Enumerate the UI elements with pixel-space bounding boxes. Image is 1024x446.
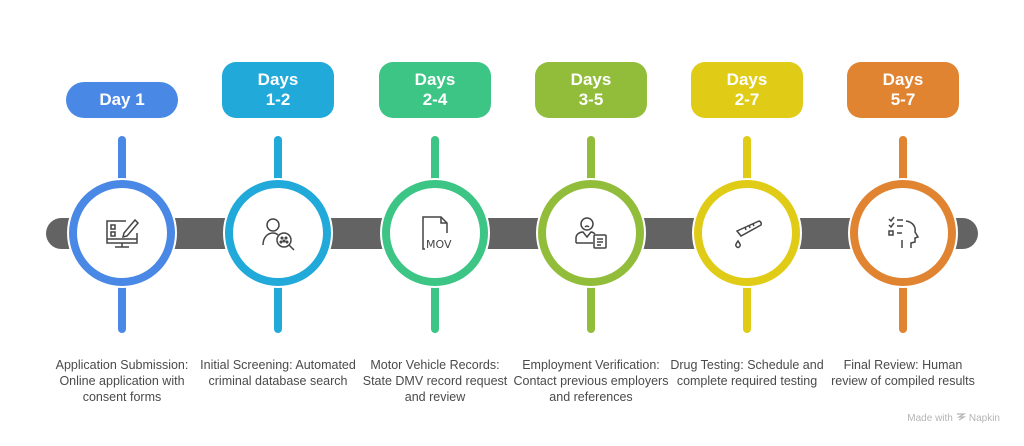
badge-line-2: 1-2 (265, 90, 291, 109)
timeline-stage: Days 2-7 Drug Testing: Schedule and comp… (669, 0, 825, 446)
badge-line-2: 3-5 (578, 90, 604, 109)
connector-top (743, 136, 751, 188)
badge-line-2: 2-4 (422, 90, 448, 109)
connector-bottom (431, 278, 439, 333)
stage-description: Initial Screening: Automated criminal da… (200, 358, 356, 388)
badge-line-1: Days (414, 70, 456, 89)
duration-badge: Days 2-4 (379, 62, 491, 118)
stage-description: Motor Vehicle Records: State DMV record … (362, 358, 508, 404)
computer-form-edit-icon (102, 213, 142, 253)
mov-file-icon: MOV (415, 213, 455, 253)
connector-bottom (587, 278, 595, 333)
duration-badge: Days 3-5 (535, 62, 647, 118)
timeline-stage: Days 3-5 Employment Verification: Contac… (513, 0, 669, 446)
connector-top (118, 136, 126, 188)
stage-description: Application Submission: Online applicati… (55, 358, 189, 404)
stage-description: Drug Testing: Schedule and complete requ… (670, 358, 824, 388)
duration-badge: Day 1 (66, 82, 178, 118)
connector-bottom (118, 278, 126, 333)
test-tube-drop-icon (727, 213, 767, 253)
badge-line-2: 5-7 (890, 90, 916, 109)
connector-bottom (899, 278, 907, 333)
connector-top (431, 136, 439, 188)
svg-text:MOV: MOV (426, 238, 452, 251)
timeline-stage: Days 2-4 MOV Motor Vehicle Records: Stat… (357, 0, 513, 446)
duration-badge: Days 5-7 (847, 62, 959, 118)
stage-circle (69, 180, 175, 286)
connector-top (274, 136, 282, 188)
stage-description: Employment Verification: Contact previou… (513, 358, 669, 404)
employee-document-icon (571, 213, 611, 253)
badge-line-1: Days (570, 70, 612, 89)
watermark: Made with Napkin (907, 412, 1000, 425)
connector-top (899, 136, 907, 188)
checklist-head-icon (883, 213, 923, 253)
badge-line-1: Days (882, 70, 924, 89)
connector-bottom (743, 278, 751, 333)
duration-badge: Days 1-2 (222, 62, 334, 118)
duration-badge: Days 2-7 (691, 62, 803, 118)
badge-line-1: Days (257, 70, 299, 89)
timeline-bar (46, 218, 978, 249)
badge-line-1: Day 1 (99, 90, 145, 109)
napkin-logo-icon (956, 412, 967, 425)
timeline-stage: Day 1 Application Submission: Online app… (44, 0, 200, 446)
stage-circle (225, 180, 331, 286)
stage-circle (850, 180, 956, 286)
stage-circle (382, 180, 488, 286)
timeline-stage: Days 5-7 Final Review: Human review of c… (825, 0, 981, 446)
timeline-stage: Days 1-2 Initial Screening: Automated cr… (200, 0, 356, 446)
connector-bottom (274, 278, 282, 333)
watermark-prefix: Made with (907, 413, 953, 424)
badge-line-2: 2-7 (734, 90, 760, 109)
stage-description: Final Review: Human review of compiled r… (831, 358, 975, 388)
watermark-brand: Napkin (968, 413, 1000, 424)
badge-line-1: Days (726, 70, 768, 89)
connector-top (587, 136, 595, 188)
person-search-icon (258, 213, 298, 253)
